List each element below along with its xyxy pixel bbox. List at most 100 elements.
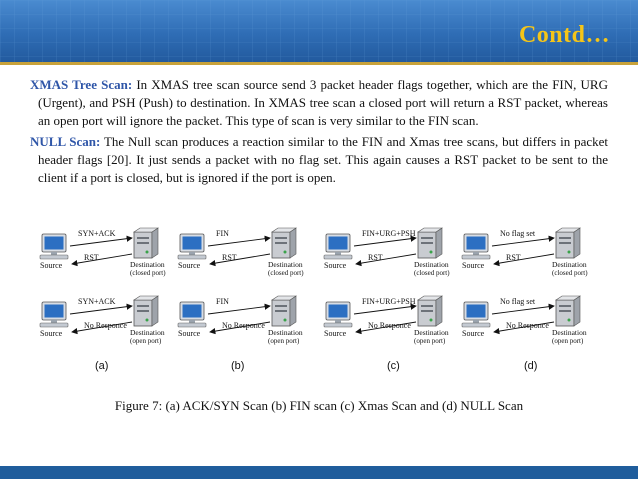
destination-label: Destination [414,260,449,269]
header-divider [0,62,638,65]
request-arrow [207,235,271,247]
request-flag-label: FIN+URG+PSH [362,297,416,306]
destination-label: Destination [552,328,587,337]
response-label: RST [368,253,383,262]
request-arrow [69,235,133,247]
source-label: Source [462,261,485,270]
request-arrow [491,303,555,315]
response-arrow [355,253,417,267]
computer-icon [323,233,353,260]
request-flag-label: SYN+ACK [78,229,116,238]
scan-exchange: Source Destination(closed port) FIN+URG+PS… [323,227,450,277]
panel-label-a: (a) [95,360,109,372]
response-arrow [71,253,133,267]
source-label: Source [40,329,63,338]
response-arrow [493,321,555,335]
slide-title: Contd… [518,22,610,48]
response-arrow [209,321,271,335]
server-icon [417,227,443,259]
request-arrow [353,303,417,315]
scan-exchange: Source Destination(open port) No flag setN… [461,295,587,345]
destination-label: Destination [130,260,165,269]
request-flag-label: No flag set [500,297,536,306]
source-label: Source [40,261,63,270]
destination-port-label: (open port) [130,337,162,345]
paragraph-text: The Null scan produces a reaction simila… [38,133,608,186]
panel-label-d: (d) [524,360,538,372]
request-arrow [353,235,417,247]
header-grid-pattern [0,0,638,62]
request-arrow [491,235,555,247]
server-icon [555,295,581,327]
response-label: RST [506,253,521,262]
source-label: Source [178,329,201,338]
scan-exchange: Source Destination(closed port) No flag se… [461,227,588,277]
term-xmas-scan: XMAS Tree Scan: [30,77,133,92]
computer-icon [177,233,207,260]
figure-caption: Figure 7: (a) ACK/SYN Scan (b) FIN scan … [114,398,524,413]
computer-icon [461,233,491,260]
computer-icon [39,301,69,328]
response-label: No Responce [84,321,127,330]
source-label: Source [324,261,347,270]
destination-port-label: (open port) [552,337,584,345]
paragraph-text: In XMAS tree scan source send 3 packet h… [38,77,608,129]
computer-icon [177,301,207,328]
request-arrow [69,303,133,315]
destination-port-label: (closed port) [130,269,166,277]
destination-label: Destination [130,328,165,337]
response-label: No Responce [368,321,411,330]
server-icon [271,227,297,259]
destination-port-label: (open port) [268,337,300,345]
destination-port-label: (closed port) [552,269,588,277]
destination-label: Destination [414,328,449,337]
server-icon [133,295,159,327]
paragraph-null-scan: NULL Scan: The Null scan produces a reac… [30,133,608,188]
request-arrow [207,303,271,315]
panel-label-b: (b) [231,360,245,372]
server-icon [133,227,159,259]
server-icon [417,295,443,327]
scan-exchange: Source Destination(open port) SYN+ACK No Re… [39,295,165,345]
request-flag-label: SYN+ACK [78,297,116,306]
slide-body: XMAS Tree Scan: In XMAS tree scan source… [30,76,608,189]
slide-footer-bar [0,466,638,479]
response-arrow [493,253,555,267]
response-label: RST [84,253,99,262]
server-icon [555,227,581,259]
source-label: Source [324,329,347,338]
source-label: Source [178,261,201,270]
response-arrow [355,321,417,335]
destination-port-label: (open port) [414,337,446,345]
response-label: RST [222,253,237,262]
scan-exchange: Source Destination(closed port) FIN RST [177,227,304,277]
request-flag-label: FIN [216,297,229,306]
term-null-scan: NULL Scan: [30,133,101,149]
response-arrow [209,253,271,267]
response-arrow [71,321,133,335]
destination-port-label: (closed port) [268,269,304,277]
computer-icon [323,301,353,328]
destination-label: Destination [552,260,587,269]
slide-header: Contd… [0,0,638,62]
response-label: No Responce [222,321,265,330]
request-flag-label: No flag set [500,229,536,238]
scan-exchange: Source Destination(open port) FIN+URG+PSH N… [323,295,449,345]
request-flag-label: FIN [216,229,229,238]
panel-label-c: (c) [387,360,400,372]
destination-label: Destination [268,260,303,269]
destination-label: Destination [268,328,303,337]
response-label: No Responce [506,321,549,330]
request-flag-label: FIN+URG+PSH [362,229,416,238]
computer-icon [461,301,491,328]
scan-exchange: Source Destination(open port) FIN No Respon… [177,295,303,345]
scan-exchange: Source Destination(closed port) SYN+ACK RST [39,227,166,277]
destination-port-label: (closed port) [414,269,450,277]
server-icon [271,295,297,327]
source-label: Source [462,329,485,338]
